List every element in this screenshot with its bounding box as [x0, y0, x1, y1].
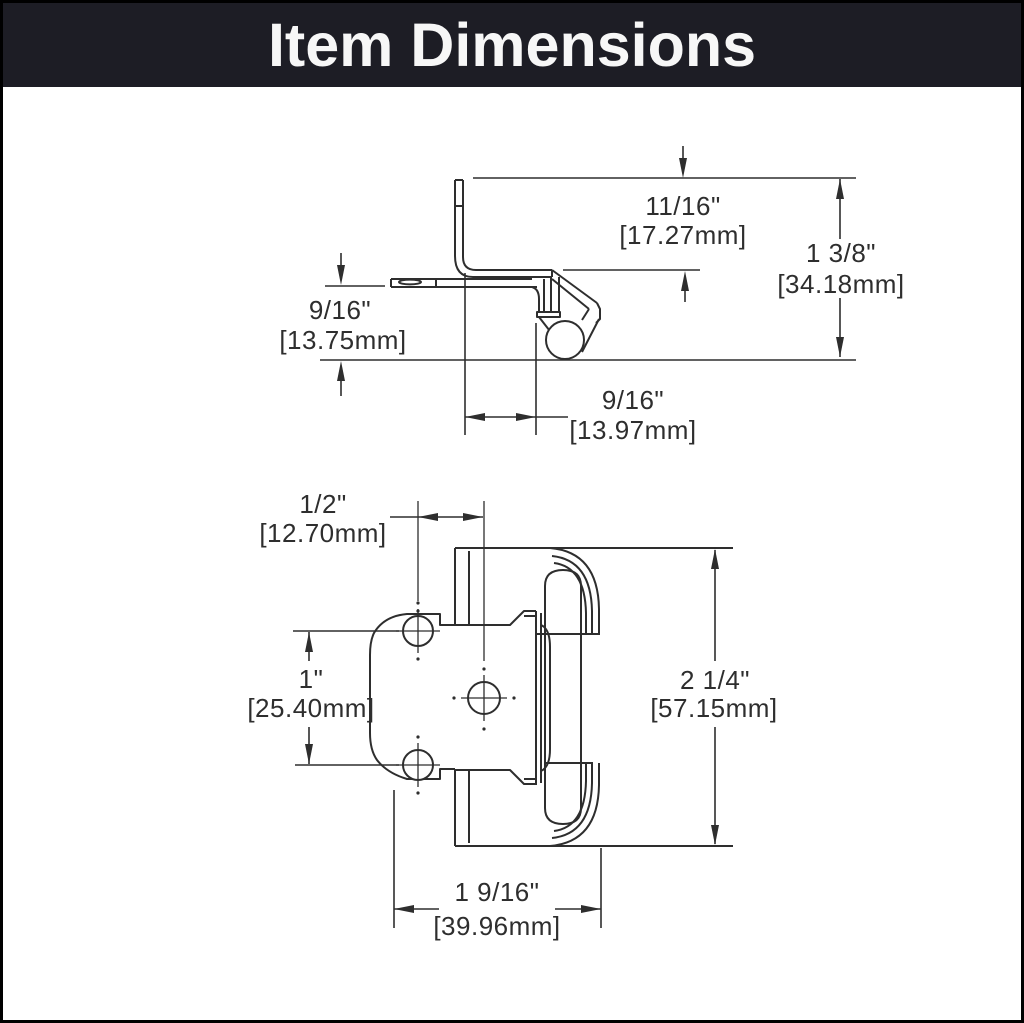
front-view-labels: 1/2" [12.70mm] 1" [25.40mm] 2 1/4" [57.1… — [247, 489, 777, 941]
dim-frame-wing-inch: 9/16" — [309, 295, 371, 325]
dim-side-offset-mm: [13.97mm] — [569, 415, 696, 445]
dim-hole-spacing-mm: [25.40mm] — [247, 693, 374, 723]
dim-overall-width-mm: [39.96mm] — [433, 911, 560, 941]
dimension-drawing-canvas: 11/16" [17.27mm] 1 3/8" [34.18mm] 9/16" … — [247, 146, 904, 941]
dim-side-offset-inch: 9/16" — [602, 385, 664, 415]
front-view-dimension-lines — [293, 501, 719, 928]
dim-frame-wing-mm: [13.75mm] — [279, 325, 406, 355]
side-view: 11/16" [17.27mm] 1 3/8" [34.18mm] 9/16" … — [279, 146, 904, 445]
dim-hole-spacing-inch: 1" — [299, 664, 324, 694]
dim-overall-width-inch: 1 9/16" — [454, 877, 539, 907]
side-view-dimension-lines — [320, 146, 856, 435]
side-view-labels: 11/16" [17.27mm] 1 3/8" [34.18mm] 9/16" … — [279, 191, 904, 445]
dim-overall-height-mm: [57.15mm] — [650, 693, 777, 723]
dim-overall-depth-mm: [34.18mm] — [777, 269, 904, 299]
front-view: 1/2" [12.70mm] 1" [25.40mm] 2 1/4" [57.1… — [247, 489, 777, 941]
dim-overlay-inch: 1/2" — [299, 489, 346, 519]
page-title: Item Dimensions — [267, 11, 757, 79]
dim-top-overhang-inch: 11/16" — [645, 191, 720, 221]
front-view-hinge-outline — [369, 547, 733, 847]
dim-overall-depth-inch: 1 3/8" — [806, 238, 876, 268]
dim-overall-height-inch: 2 1/4" — [680, 665, 750, 695]
hinge-pin-circle — [545, 320, 585, 360]
dim-overlay-mm: [12.70mm] — [259, 518, 386, 548]
dim-top-overhang-mm: [17.27mm] — [619, 220, 746, 250]
title-bar: Item Dimensions — [3, 3, 1021, 87]
side-view-hinge-outline — [390, 179, 601, 360]
